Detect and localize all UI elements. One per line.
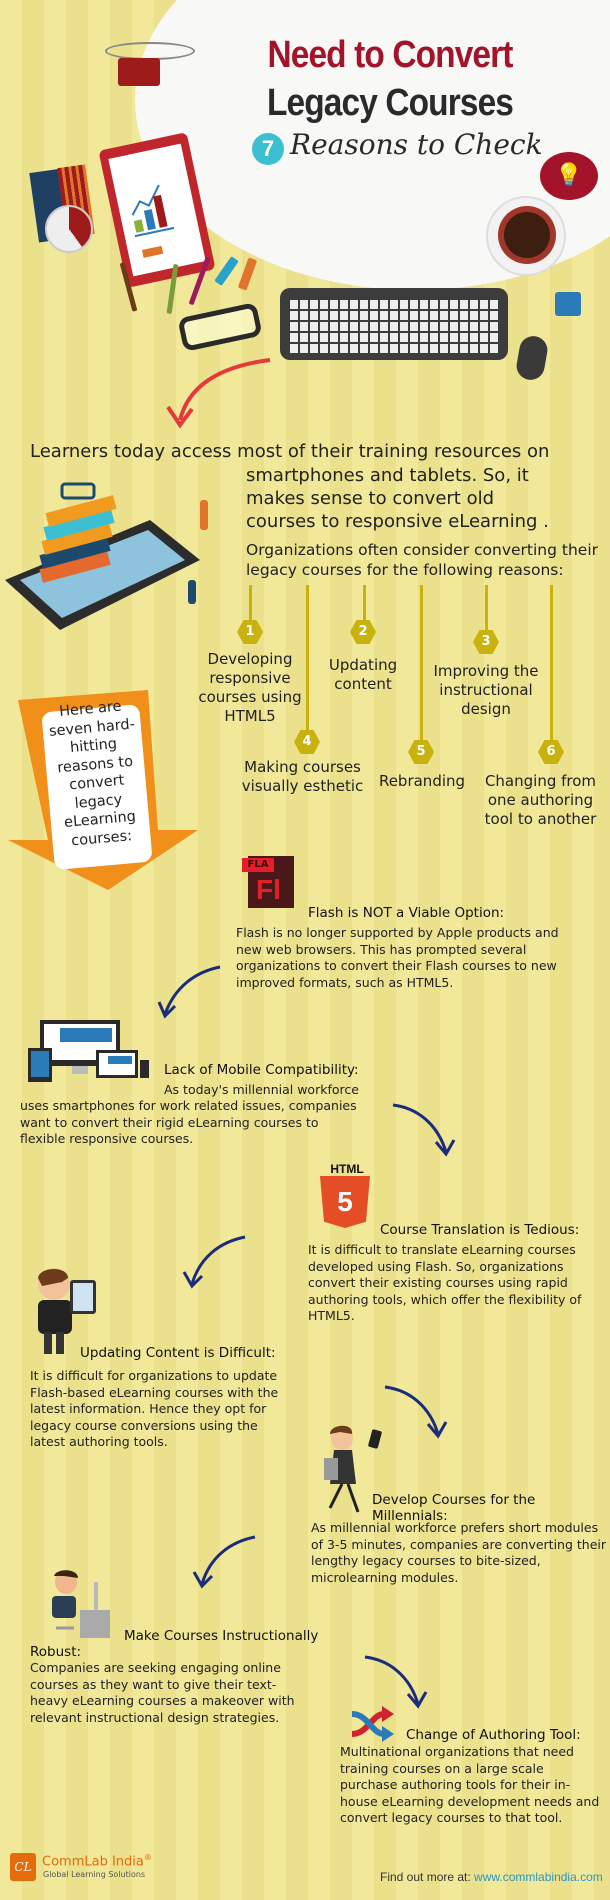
reason-number-badge: 5 [408,740,434,764]
blue-curved-arrow-icon [192,1535,256,1589]
marker-icon [214,256,239,286]
section-title: Flash is NOT a Viable Option: [308,905,505,921]
section-title: Lack of Mobile Compatibility: [164,1062,359,1078]
reason-number-badge: 2 [350,620,376,644]
orange-down-arrow-icon [8,690,198,890]
small-person-icon [188,580,196,604]
reason-line [306,585,309,735]
reason-label: Improving the instructional design [433,662,539,718]
section-body: As millennial workforce prefers short mo… [311,1520,607,1585]
footer-tagline: Global Learning Solutions [43,1870,146,1879]
marker-icon [237,257,258,291]
clipboard-chart-icon [108,143,206,277]
reason-line [249,585,252,633]
blue-curved-arrow-icon [392,1103,456,1157]
section-title: Develop Courses for the Millennials: [372,1492,536,1524]
id-badge-icon [118,58,160,86]
red-curved-arrow-icon [166,358,271,429]
blue-curved-arrow-icon [182,1235,246,1289]
intro-text: smartphones and tablets. So, it makes se… [246,465,549,532]
flash-file-tab: FLA [242,858,274,872]
intro-text-line1: Learners today access most of their trai… [30,441,550,462]
usb-drive-icon [555,292,581,316]
section-body: Companies are seeking engaging online co… [30,1660,295,1725]
footer-find-more: Find out more at: www.commlabindia.com [380,1870,603,1884]
section-body: It is difficult for organizations to upd… [30,1368,279,1449]
title-line-2: Legacy Courses [266,82,514,124]
registered-mark: ® [143,1853,152,1862]
subtitle: Reasons to Check [290,128,543,161]
section-body: uses smartphones for work related issues… [20,1098,357,1146]
footer-brand: CommLab India® [42,1853,152,1869]
commlab-logo: CL [10,1853,36,1881]
reason-line [420,585,423,745]
reason-label: Updating content [328,656,398,693]
blue-curved-arrow-icon [364,1655,428,1709]
blue-curved-arrow-icon [384,1385,448,1439]
small-person-icon [200,500,208,530]
responsive-devices-icon [28,1020,149,1082]
man-with-tablet-icon [38,1268,96,1354]
brand-name: CommLab India [42,1854,144,1870]
blue-curved-arrow-icon [157,965,221,1019]
html5-icon: 5 [320,1176,370,1228]
number-badge: 7 [252,133,284,165]
section-title-continued: Robust: [30,1644,82,1660]
reason-number-badge: 3 [473,630,499,654]
woman-with-phone-icon [324,1425,382,1513]
section-title: Change of Authoring Tool: [406,1727,581,1743]
section-title: Course Translation is Tedious: [380,1222,580,1238]
website-link[interactable]: www.commlabindia.com [474,1870,603,1884]
reason-number-badge: 1 [237,620,263,644]
reason-label: Making courses visually esthetic [241,758,364,795]
keyboard-keys [290,298,498,354]
lightbulb-icon: 💡 [540,152,598,200]
reason-number-badge: 4 [294,730,320,754]
section-title: Updating Content is Difficult: [80,1345,276,1361]
reason-line [485,585,488,643]
section-body: Multinational organizations that need tr… [340,1744,600,1825]
section-body: Flash is no longer supported by Apple pr… [236,925,559,990]
reason-label: Changing from one authoring tool to anot… [484,772,597,828]
reason-line [363,585,366,633]
coffee-icon [504,212,550,258]
title-line-1: Need to Convert [267,34,513,76]
reason-label: Rebranding [378,772,466,790]
reason-line [550,585,553,745]
glasses-icon [177,302,263,352]
organizations-text: Organizations often consider converting … [246,541,599,579]
cd-icon [45,205,93,253]
reason-number-badge: 6 [538,740,564,764]
reason-label: Developing responsive courses using HTML… [198,650,302,725]
find-more-label: Find out more at: [380,1870,475,1884]
mouse-icon [514,333,550,383]
man-at-computer-icon [52,1570,110,1638]
html5-label: HTML [330,1162,364,1176]
flash-glyph: Fl [256,874,281,905]
phone-with-books-icon [5,482,200,630]
section-body-first-line: As today's millennial workforce [164,1082,359,1097]
section-body: It is difficult to translate eLearning c… [308,1242,582,1323]
shuffle-arrows-icon [351,1706,394,1742]
section-title: Make Courses Instructionally [124,1628,319,1644]
callout-text: Here are seven hard-hitting reasons to c… [48,698,137,849]
